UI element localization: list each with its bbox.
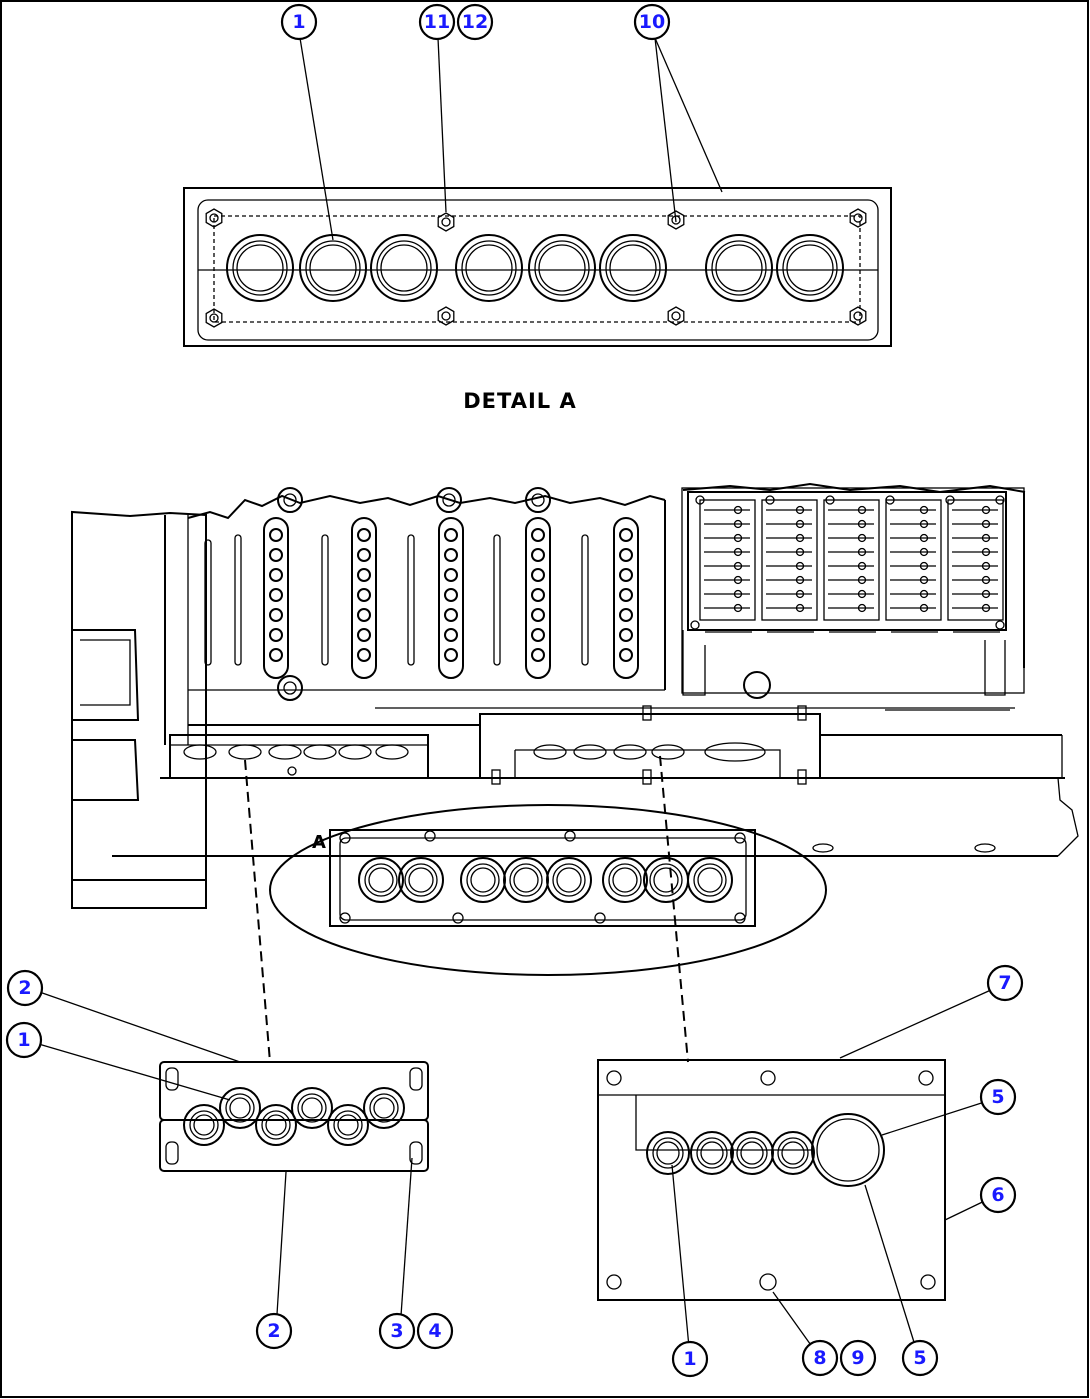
svg-text:5: 5: [991, 1086, 1004, 1108]
grommet: [690, 1131, 734, 1175]
terminal-strip: [613, 517, 639, 679]
main-assembly: [71, 482, 1079, 909]
grommet: [327, 1104, 369, 1146]
dashed-leader-right: [659, 755, 689, 1063]
callout-left-1[interactable]: 1: [5, 1021, 43, 1059]
grommet: [398, 857, 444, 903]
left-plate-leaders: [24, 987, 413, 1331]
svg-text:7: 7: [998, 972, 1011, 994]
detail-a-callout-ellipse: A: [269, 804, 827, 976]
detail-a-grommets: [226, 234, 844, 302]
grommet: [776, 234, 844, 302]
grommet: [771, 1131, 815, 1175]
detail-a-label: DETAIL A: [463, 389, 576, 413]
svg-text:8: 8: [813, 1347, 826, 1369]
right-grommet-plate: [597, 1059, 946, 1301]
detail-a-bolts: [205, 208, 867, 328]
terminal-strip: [525, 517, 551, 679]
dashed-leader-left: [244, 759, 271, 1063]
callout-right-5b[interactable]: 5: [901, 1339, 939, 1377]
callout-bubbles: 1 11 12 10 2 1 2 3 4 7 5 6 1 8 9 5: [5, 3, 1024, 1378]
grommet: [299, 234, 367, 302]
callout-right-5a[interactable]: 5: [979, 1078, 1017, 1116]
panel-slots: [204, 534, 589, 666]
grommet: [183, 1104, 225, 1146]
grommet: [646, 1131, 690, 1175]
grommet: [291, 1087, 333, 1129]
bolt: [205, 208, 223, 228]
terminal-block: [690, 495, 1005, 633]
callout-top-10[interactable]: 10: [633, 3, 671, 41]
terminal-strips: [263, 487, 639, 701]
grommet: [363, 1087, 405, 1129]
bolt: [205, 308, 223, 328]
svg-text:4: 4: [428, 1320, 441, 1342]
callout-right-1[interactable]: 1: [671, 1340, 709, 1378]
svg-text:1: 1: [683, 1348, 696, 1370]
grommet: [602, 857, 648, 903]
callout-top-1[interactable]: 1: [280, 3, 318, 41]
round-connector: [743, 671, 771, 699]
svg-text:5: 5: [913, 1347, 926, 1369]
callout-top-11[interactable]: 11: [418, 3, 456, 41]
bolt: [849, 306, 867, 326]
grommet: [687, 857, 733, 903]
svg-text:6: 6: [991, 1184, 1004, 1206]
svg-text:1: 1: [17, 1029, 30, 1051]
callout-left-2a[interactable]: 2: [6, 969, 44, 1007]
detail-a-marker: A: [312, 832, 326, 853]
svg-text:10: 10: [639, 11, 665, 33]
svg-text:12: 12: [462, 11, 488, 33]
callout-left-4[interactable]: 4: [416, 1312, 454, 1350]
bolt: [849, 208, 867, 228]
svg-text:3: 3: [390, 1320, 403, 1342]
grommet: [599, 234, 667, 302]
callout-right-9[interactable]: 9: [839, 1339, 877, 1377]
grommet: [370, 234, 438, 302]
grommet: [226, 234, 294, 302]
callout-left-3[interactable]: 3: [378, 1312, 416, 1350]
bolt: [437, 212, 455, 232]
callout-left-2b[interactable]: 2: [255, 1312, 293, 1350]
bolt: [667, 306, 685, 326]
grommet: [705, 234, 773, 302]
callout-right-7[interactable]: 7: [986, 964, 1024, 1002]
grommet: [255, 1104, 297, 1146]
terminal-strip: [263, 517, 289, 679]
grommet: [358, 857, 404, 903]
grommet: [528, 234, 596, 302]
large-grommet: [811, 1113, 885, 1187]
svg-text:9: 9: [851, 1347, 864, 1369]
svg-text:2: 2: [18, 977, 31, 999]
grommet: [455, 234, 523, 302]
bolt: [437, 306, 455, 326]
svg-text:2: 2: [267, 1320, 280, 1342]
grommet: [546, 857, 592, 903]
detail-a-leaders: [299, 37, 723, 241]
svg-text:11: 11: [424, 11, 450, 33]
bolt: [667, 210, 685, 230]
grommet: [219, 1087, 261, 1129]
svg-text:1: 1: [292, 11, 305, 33]
callout-right-8[interactable]: 8: [801, 1339, 839, 1377]
callout-top-12[interactable]: 12: [456, 3, 494, 41]
callout-right-6[interactable]: 6: [979, 1176, 1017, 1214]
terminal-strip: [438, 517, 464, 679]
detail-a-grommet-plate: [183, 187, 892, 347]
left-grommet-plate: [159, 1061, 429, 1172]
terminal-strip: [351, 517, 377, 679]
